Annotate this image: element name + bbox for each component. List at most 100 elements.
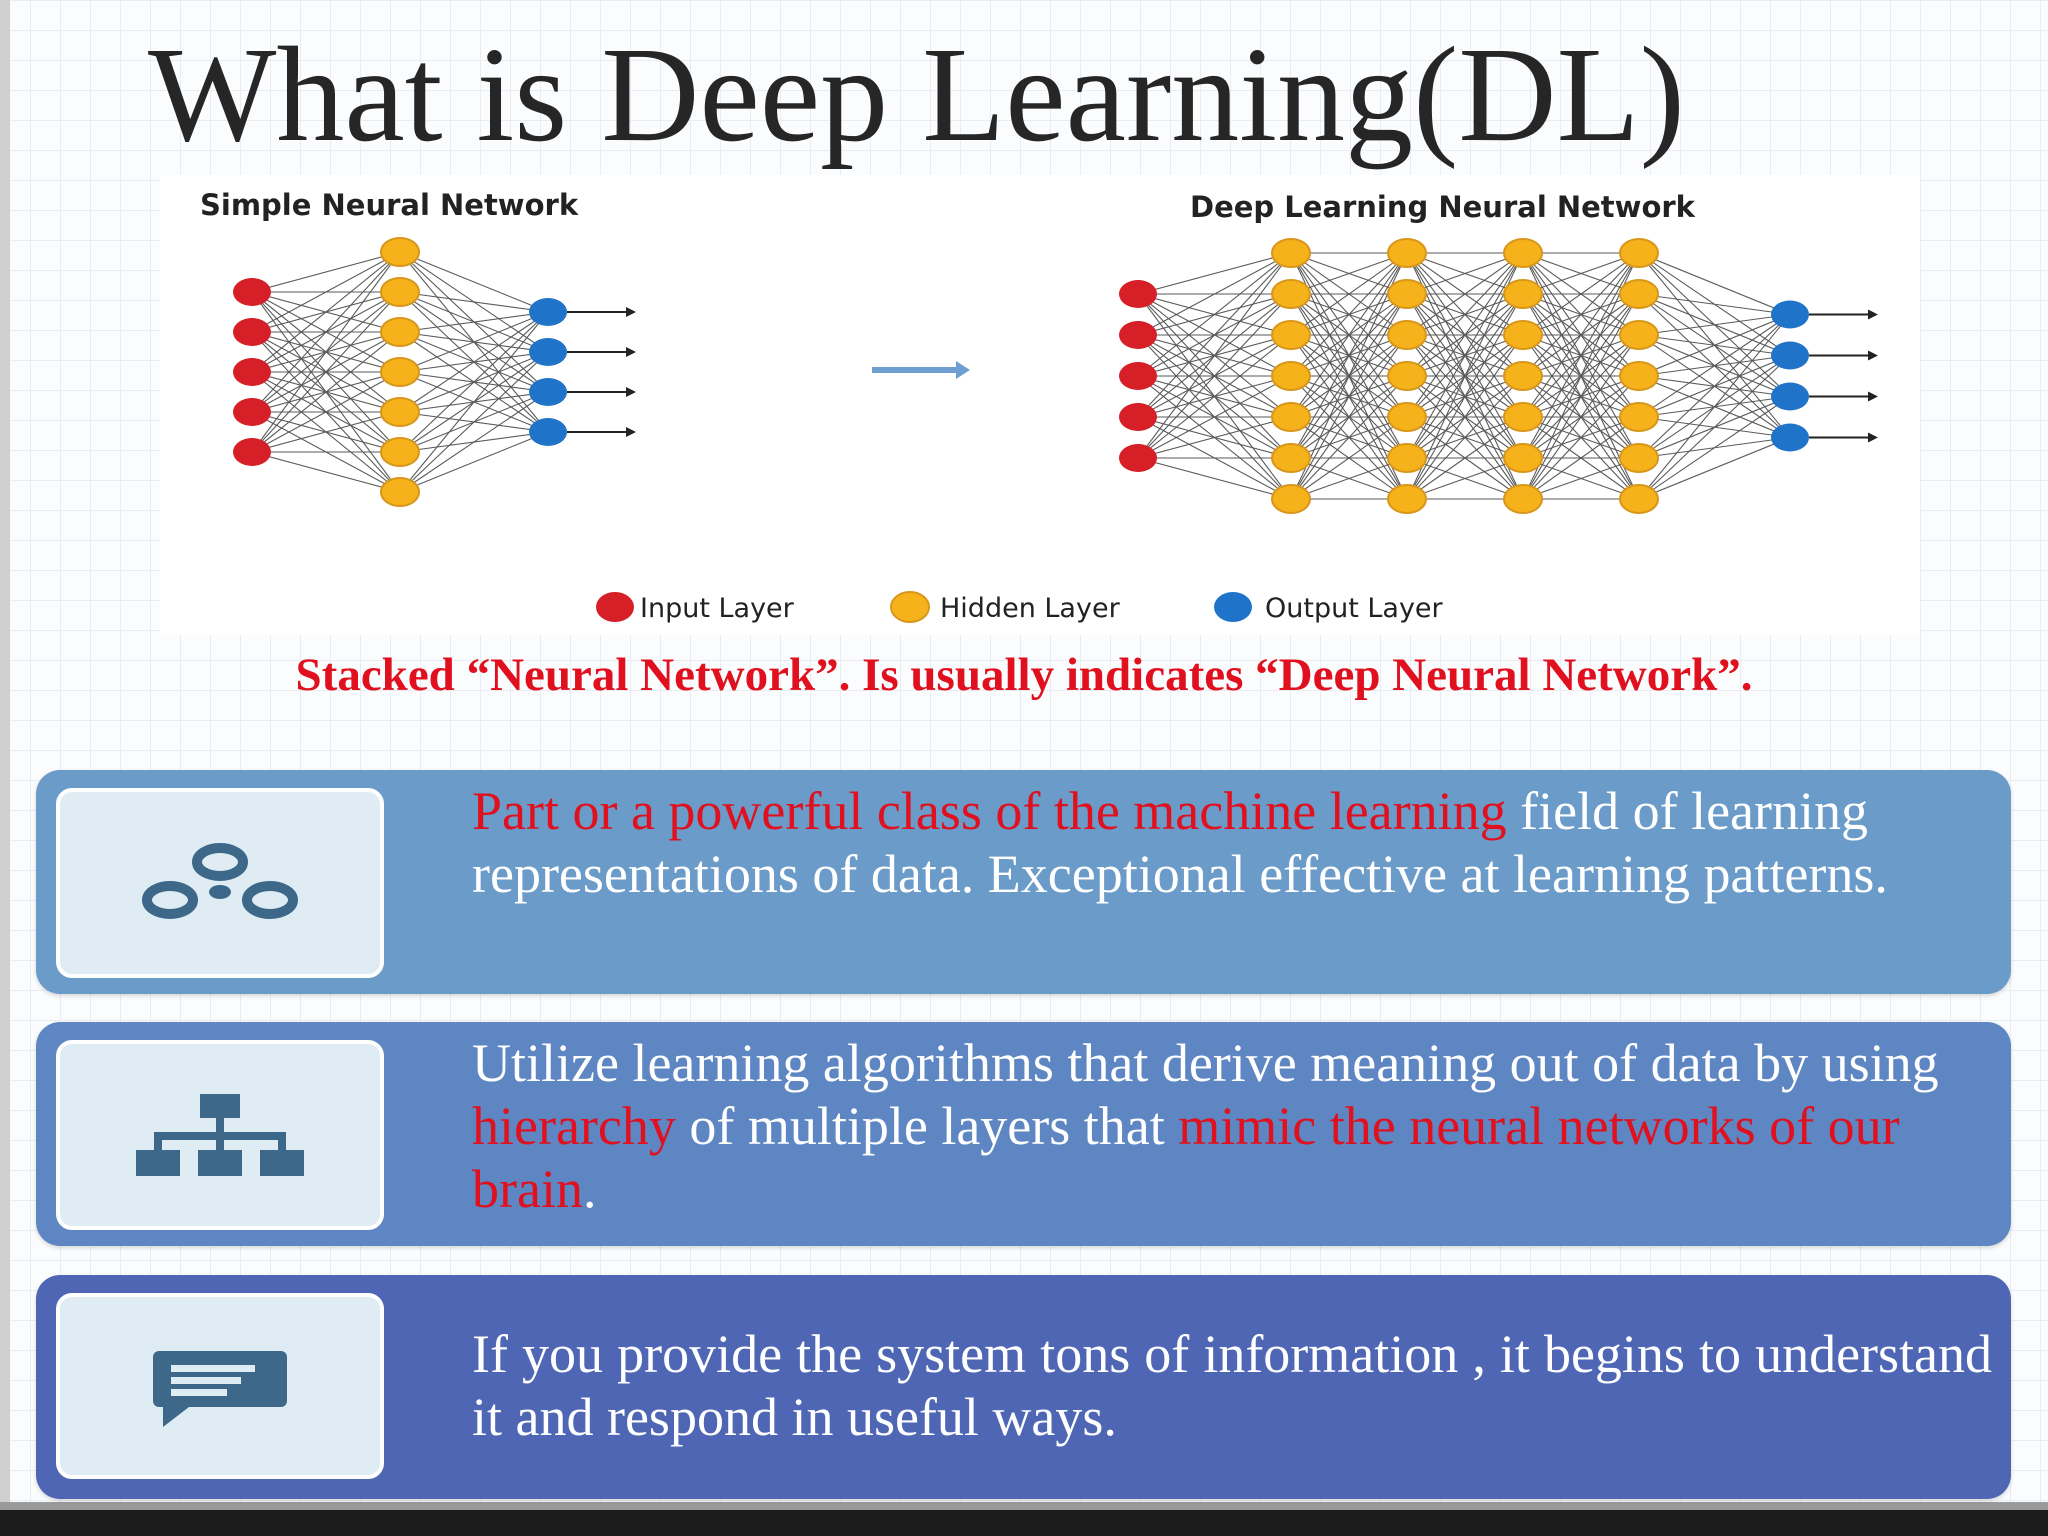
simple-network-connection [251,371,401,453]
deep-network-connection [1137,334,1292,459]
simple-network-hidden-node [380,397,420,427]
info-box-2-text: Utilize learning algorithms that derive … [472,1032,1992,1221]
deep-network-connection [1406,252,1524,295]
deep-network-hidden-node [1503,443,1543,473]
deep-network-output-node [1771,382,1809,411]
simple-network-connection [399,311,549,493]
hierarchy-icon [136,1094,304,1176]
legend-hidden-label: Hidden Layer [940,593,1121,624]
simple-network-connection [399,391,549,493]
body-text: Utilize learning algorithms that derive … [472,1033,1939,1093]
simple-network-output-node [529,338,567,366]
deep-network-hidden-node [1387,484,1427,514]
legend-output-marker [1214,592,1252,622]
highlighted-text: Part or a powerful class of the machine … [472,781,1507,841]
deep-network-connection [1290,252,1408,295]
output-arrows [567,307,1878,443]
simple-network-connection [399,351,549,493]
deep-network-hidden-node [1387,443,1427,473]
deep-network-connection [1522,457,1640,500]
deep-network-hidden-node [1271,238,1311,268]
neural-network-svg: Simple Neural Network Deep Learning Neur… [200,188,1878,624]
info-box-1-text: Part or a powerful class of the machine … [472,780,1992,906]
highlighted-text: mimic the neural networks of our brain [472,1096,1900,1219]
simple-network-connection [251,251,401,453]
deep-network-connection [1638,355,1791,500]
deep-network-connection [1406,375,1524,500]
deep-network-hidden-node [1271,402,1311,432]
nodes-icon [142,843,298,919]
simple-network-connection [399,311,549,453]
info-box-2: Utilize learning algorithms that derive … [36,1022,2011,1246]
deep-network-output-node [1771,300,1809,329]
transition-arrow-shaft [872,367,958,373]
deep-network-connection [1522,334,1640,500]
simple-network-hidden-node [380,317,420,347]
deep-network-connection [1290,375,1408,500]
simple-network-connection [251,251,401,333]
deep-network-connection [1290,457,1408,500]
deep-network-connection [1638,314,1791,418]
deep-network-connection [1406,293,1524,500]
deep-network-hidden-node [1503,402,1543,432]
transition-arrow-head [956,361,970,379]
simple-network-connection [251,251,401,413]
deep-network-connection [1137,252,1292,295]
icon-card-3 [56,1293,384,1479]
deep-network-connection [1638,314,1791,459]
simple-network-output-node [529,378,567,406]
icon-card-1 [56,788,384,978]
deep-network-hidden-node [1619,320,1659,350]
simple-network-input-node [233,318,271,346]
deep-network-output-arrow-head [1868,391,1878,402]
simple-network-connection [399,311,549,373]
deep-network-connection [1522,416,1640,500]
highlighted-text: hierarchy [472,1096,676,1156]
transition-arrow [872,361,970,379]
deep-network-hidden-node [1503,484,1543,514]
deep-network-connection [1522,252,1640,295]
deep-network-connection [1406,457,1524,500]
deep-network-connection [1290,252,1408,418]
deep-network-connection [1522,252,1640,459]
legend-input-marker [596,592,634,622]
deep-network-connection [1406,416,1524,500]
deep-network-connection [1638,252,1791,316]
network-nodes [233,237,1809,514]
deep-network-hidden-node [1503,361,1543,391]
deep-network-connection [1638,313,1791,336]
deep-network-connection [1522,293,1640,500]
deep-network-hidden-node [1387,402,1427,432]
deep-network-hidden-node [1271,484,1311,514]
simple-network-label: Simple Neural Network [200,188,579,222]
deep-network-connection [1137,252,1292,418]
slide-bottom-edge-light [0,1502,2048,1510]
slide-title: What is Deep Learning(DL) [148,20,1685,170]
simple-network-connection [399,311,549,413]
deep-network-connection [1137,416,1292,459]
deep-network-output-arrow-head [1868,350,1878,361]
deep-network-connection [1290,416,1408,500]
icon-card-2 [56,1040,384,1230]
simple-network-input-node [233,278,271,306]
simple-network-output-arrow-head [626,427,636,437]
deep-network-output-arrow-head [1868,309,1878,320]
deep-network-connection [1137,252,1292,336]
simple-network-connection [251,331,401,453]
deep-network-hidden-node [1387,320,1427,350]
deep-network-connection [1522,375,1640,500]
body-text: field of learning representations of dat… [472,781,1888,904]
deep-network-connection [1290,252,1408,459]
deep-network-hidden-node [1387,361,1427,391]
deep-network-hidden-node [1271,443,1311,473]
deep-network-connection [1406,252,1524,377]
deep-network-output-arrow-head [1868,432,1878,443]
deep-network-connection [1137,252,1292,459]
deep-network-connection [1638,293,1791,316]
deep-network-connection [1406,252,1524,336]
deep-network-connection [1137,457,1292,500]
body-text: of multiple layers that [675,1096,1179,1156]
info-box-1: Part or a powerful class of the machine … [36,770,2011,994]
deep-network-hidden-node [1619,402,1659,432]
chat-icon [153,1351,287,1427]
